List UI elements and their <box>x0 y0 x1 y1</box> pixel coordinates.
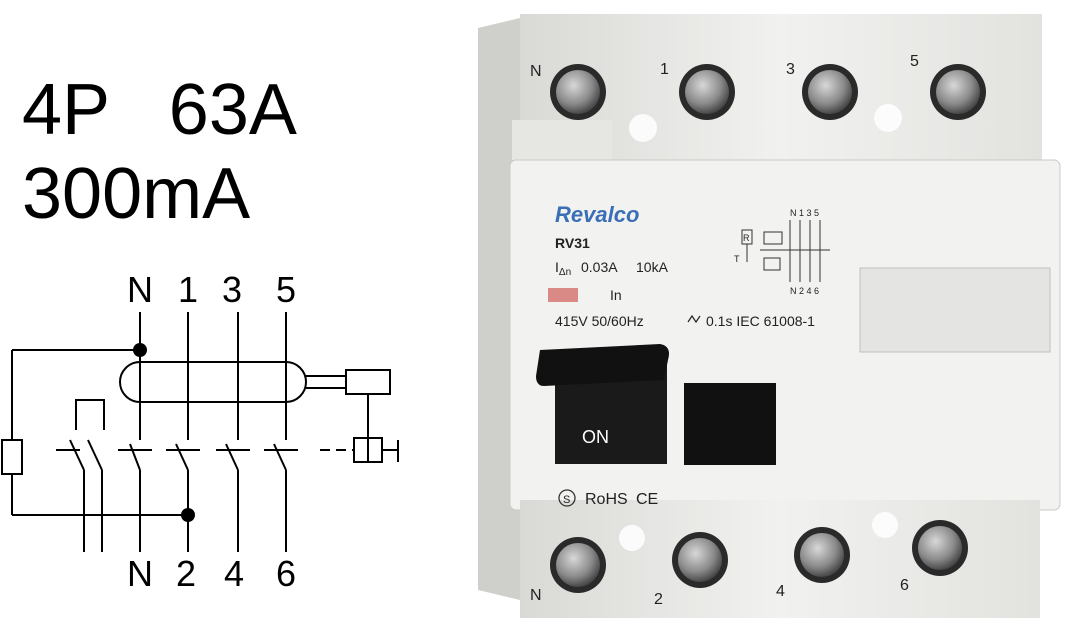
spec-sensitivity: 300mA <box>22 154 251 234</box>
mini-top-labels: N 1 3 5 <box>790 208 819 218</box>
ce-mark: CE <box>636 491 658 508</box>
terminal-label: N <box>530 587 542 604</box>
terminal-label: 3 <box>786 61 795 78</box>
idn-symbol: IΔn <box>555 259 571 278</box>
brand-logo: Revalco <box>555 202 639 227</box>
ac-waveform-icon <box>687 314 701 324</box>
schematic-bottom-label: N <box>127 553 153 594</box>
schematic-bottom-label: 2 <box>176 553 196 594</box>
rcd-schematic-diagram: N 1 3 5 N 2 4 6 <box>1 269 399 594</box>
svg-text:S: S <box>563 494 570 506</box>
bottom-screws <box>550 520 968 593</box>
schematic-top-label: N <box>127 269 153 310</box>
terminal-label: 6 <box>900 577 909 594</box>
model-number: RV31 <box>555 235 590 251</box>
spec-poles-current: 4P 63A <box>22 70 297 150</box>
on-label: ON <box>582 427 609 447</box>
terminal-label: N <box>530 63 542 80</box>
terminal-label: 5 <box>910 53 919 70</box>
voltage-rating: 415V 50/60Hz <box>555 313 644 329</box>
terminal-label: 2 <box>654 591 663 608</box>
mini-r-label: R <box>743 233 750 243</box>
terminal-label: 4 <box>776 583 785 600</box>
top-screws <box>550 64 986 120</box>
schematic-top-label: 1 <box>178 269 198 310</box>
rated-current-label: In <box>610 287 622 303</box>
mini-bottom-labels: N 2 4 6 <box>790 286 819 296</box>
rohs-mark: RoHS <box>585 491 628 508</box>
schematic-bottom-label: 4 <box>224 553 244 594</box>
breaking-capacity: 10kA <box>636 259 669 275</box>
terminal-label: 1 <box>660 61 669 78</box>
standard-rating: 0.1s IEC 61008-1 <box>706 313 815 329</box>
mini-schematic-icon <box>741 220 830 282</box>
mini-t-label: T <box>734 254 740 264</box>
s-mark-icon <box>558 489 576 507</box>
schematic-bottom-label: 6 <box>276 553 296 594</box>
schematic-top-label: 3 <box>222 269 242 310</box>
sensitivity-rating: 0.03A <box>581 259 618 275</box>
schematic-top-label: 5 <box>276 269 296 310</box>
